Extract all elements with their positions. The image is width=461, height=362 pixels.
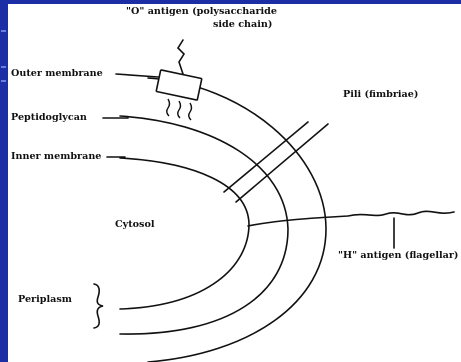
pili-label: Pili (fimbriae): [343, 89, 418, 100]
o-antigen-label-line2: side chain): [213, 19, 272, 30]
edge-tick: [1, 80, 6, 82]
peptidoglycan-label: Peptidoglycan: [11, 112, 87, 123]
edge-tick: [1, 66, 6, 68]
pili-line-1: [224, 122, 308, 192]
protein-tails: [167, 99, 192, 120]
periplasm-brace: [94, 284, 103, 328]
inner-membrane-label: Inner membrane: [11, 151, 101, 162]
o-antigen-squiggle: [178, 40, 184, 74]
outer-membrane-label: Outer membrane: [11, 68, 103, 79]
diagram-panel: "O" antigen (polysaccharide side chain) …: [8, 4, 461, 362]
cytosol-label: Cytosol: [115, 219, 155, 230]
inner-membrane-arc: [120, 158, 249, 309]
h-antigen-label: "H" antigen (flagellar): [338, 250, 458, 261]
outer-membrane-leader: [116, 74, 158, 77]
bacterial-cell-wall-diagram: [8, 4, 461, 362]
periplasm-label: Periplasm: [18, 294, 72, 305]
edge-tick: [1, 30, 6, 32]
o-antigen-label-line1: "O" antigen (polysaccharide: [126, 6, 277, 17]
left-edge-strip: [0, 0, 8, 362]
membrane-protein: [156, 70, 202, 100]
flagellum: [248, 211, 454, 226]
